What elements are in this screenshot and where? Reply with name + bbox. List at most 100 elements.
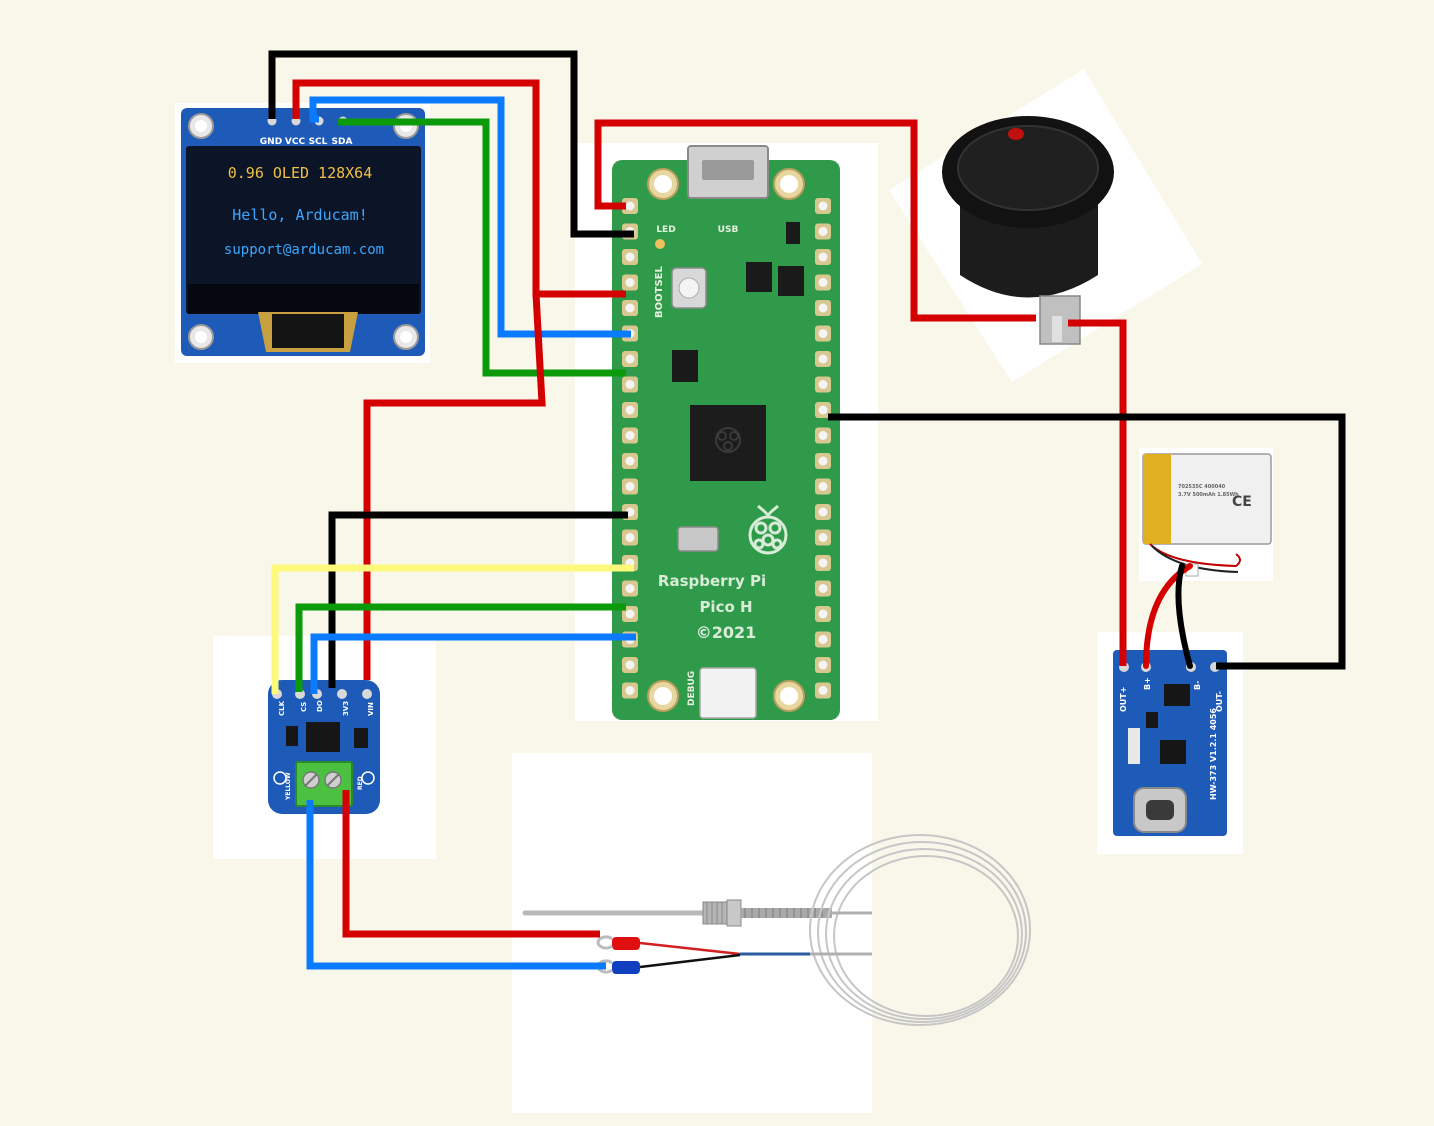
- wire-switch-to-charger: [1068, 319, 1127, 666]
- pico-regulator-chip: [746, 262, 772, 292]
- battery-ce-mark: CE: [1232, 494, 1252, 510]
- thermo-minus-symbol: [361, 771, 375, 785]
- pico-smd-1: [786, 222, 800, 244]
- pico-debug-connector: [699, 667, 757, 719]
- pico-pin-hole-right-16: [818, 584, 828, 593]
- pico-label-line3: ©2021: [696, 623, 757, 642]
- wire-battery-minus: [1175, 563, 1193, 669]
- pico-label-line2: Pico H: [699, 598, 752, 616]
- charger-protection-ic: [1164, 684, 1190, 706]
- pico-pin-hole-right-7: [818, 354, 828, 364]
- charger-smd-resistors: [1128, 728, 1140, 764]
- oled-module: 0.96 OLED 128X64 Hello, Arducam! support…: [175, 103, 430, 363]
- oled-pin-label-sda: SDA: [332, 137, 353, 147]
- pico-pin-hole-right-6: [818, 329, 828, 338]
- wire-oled-vcc: [292, 79, 626, 298]
- probe-nut: [726, 899, 742, 927]
- pico-mount-hole-bl-inner: [654, 687, 672, 705]
- charger-usb-c-opening: [1146, 800, 1174, 820]
- wire-probe-blue: [306, 800, 606, 970]
- oled-screen-line2: Hello, Arducam!: [232, 206, 367, 224]
- wire-pico-gnd-to-charger: [828, 413, 1346, 670]
- thermo-pin-label-3v3: 3V3: [342, 701, 350, 716]
- oled-pin-label-gnd: GND: [260, 137, 282, 147]
- pico-pin-hole-left-8: [625, 380, 635, 389]
- pico-pin-hole-right-1: [818, 201, 828, 211]
- wire-probe-red: [342, 790, 600, 938]
- pico-board: USB LED BOOTSEL Raspberry Pi Pico H ©2: [575, 143, 878, 721]
- probe-thread-lines: [706, 902, 723, 924]
- pico-pin-hole-right-18: [818, 635, 828, 644]
- thermo-pin-label-do: DO: [316, 700, 324, 712]
- pico-pin-hole-right-11: [818, 456, 828, 466]
- pico-flash-chip: [672, 350, 698, 382]
- pico-pin-hole-left-10: [625, 431, 635, 440]
- pico-mount-hole-tl-inner: [654, 175, 672, 193]
- switch-rocker[interactable]: [957, 125, 1099, 211]
- pico-pin-hole-right-8: [818, 380, 828, 389]
- pico-pin-hole-right-17: [818, 609, 828, 619]
- rocker-switch: [889, 69, 1202, 382]
- pico-bootsel-button-cap[interactable]: [678, 277, 700, 299]
- thermo-pin-label-cs: CS: [300, 702, 308, 712]
- pico-pin-hole-right-12: [818, 482, 828, 491]
- charger-model-label: HW-373 V1.2.1 4056: [1209, 708, 1218, 800]
- oled-screen-line1: 0.96 OLED 128X64: [228, 164, 373, 182]
- thermo-terminal-label-yellow: YELLOW: [285, 772, 292, 801]
- pico-crystal: [677, 526, 719, 552]
- battery-protection-tape: [1143, 454, 1171, 544]
- probe-blue-lug: [612, 961, 640, 974]
- wire-oled-sda: [338, 118, 626, 377]
- pico-pin-hole-left-11: [625, 456, 635, 466]
- oled-screen-bottom: [188, 284, 419, 314]
- probe-red-fork: [596, 935, 613, 950]
- battery-label-line1: 702535C 400040: [1178, 484, 1226, 490]
- pico-pin-hole-right-9: [818, 405, 828, 415]
- pico-pin-hole-left-12: [625, 482, 635, 491]
- charger-tp4056-chip: [1160, 740, 1186, 764]
- thermo-pin-3v3: [337, 689, 347, 699]
- thermocouple-module: CLK CS DO 3V3 VIN YELLOW RED: [213, 636, 436, 859]
- pico-pin-hole-left-9: [625, 405, 635, 415]
- pico-pin-hole-left-4: [625, 278, 635, 287]
- pico-pin-hole-right-2: [818, 227, 828, 236]
- pico-usb-port: [702, 160, 754, 180]
- pico-pin-hole-right-13: [818, 507, 828, 517]
- switch-terminal: [1052, 316, 1062, 342]
- probe-spring-lines: [744, 908, 823, 918]
- thermo-pin-label-vin: VIN: [367, 702, 375, 716]
- oled-mount-hole-bl-inner: [195, 331, 207, 343]
- pico-mount-hole-br-inner: [780, 687, 798, 705]
- pico-pin-hole-right-19: [818, 660, 828, 670]
- switch-body: [960, 200, 1098, 298]
- thermo-regulator: [354, 728, 368, 748]
- pico-led-label: LED: [656, 225, 675, 235]
- wire-pico-to-switch: [594, 119, 1036, 322]
- charger-pin-label-b-minus: B-: [1193, 681, 1202, 690]
- probe-black-lead: [639, 953, 741, 969]
- charger-pin-label-b-plus: B+: [1143, 677, 1152, 690]
- charger-pin-label-out-plus: OUT+: [1119, 687, 1128, 712]
- pico-pin-hole-left-5: [625, 303, 635, 313]
- wire-thermo-do: [310, 633, 636, 694]
- thermo-smd-1: [286, 726, 298, 746]
- pico-pin-hole-left-14: [625, 533, 635, 542]
- pico-pin-hole-right-15: [818, 558, 828, 568]
- pico-pin-hole-right-14: [818, 533, 828, 542]
- switch-indicator-light: [1008, 128, 1024, 140]
- wire-thermo-gnd: [328, 511, 628, 688]
- pico-pin-hole-right-10: [818, 431, 828, 440]
- oled-pin-label-scl: SCL: [309, 137, 328, 147]
- thermo-screw-right-slot: [326, 773, 340, 787]
- wire-thermo-clk: [271, 564, 634, 694]
- thermo-plus-symbol: [273, 771, 287, 785]
- pico-debug-label: DEBUG: [687, 671, 697, 706]
- pico-pins-right: [815, 198, 831, 699]
- battery-label-line2: 3.7V 500mAh 1.85Wh: [1178, 492, 1239, 498]
- pico-pin-hole-left-3: [625, 252, 635, 262]
- battery-lead-red: [1149, 543, 1241, 568]
- pico-label-line1: Raspberry Pi: [658, 572, 766, 590]
- thermo-max6675-chip: [306, 722, 340, 752]
- pico-mount-hole-tr-inner: [780, 175, 798, 193]
